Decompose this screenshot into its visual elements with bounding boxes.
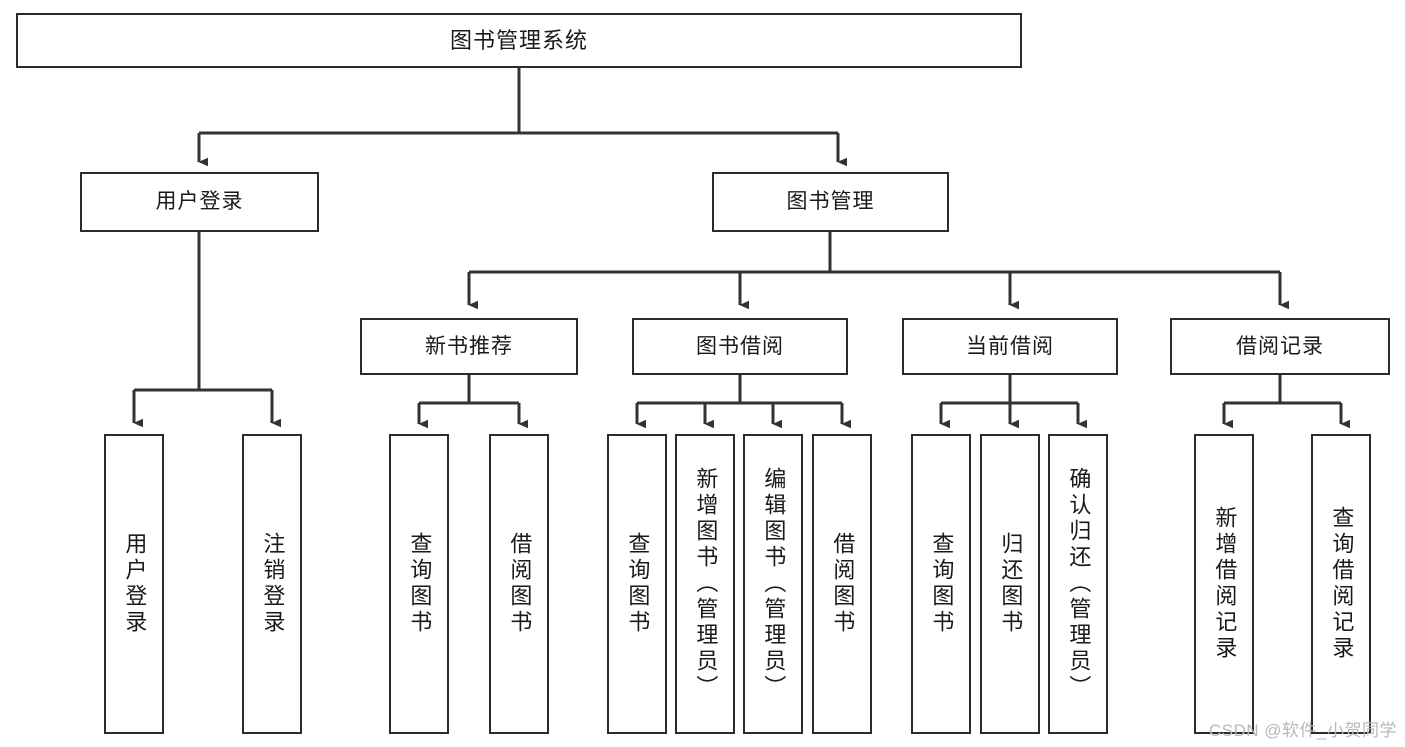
- node-current-borrow[interactable]: 当前借阅: [902, 318, 1118, 375]
- node-label: 编辑图书（管理员）: [761, 467, 787, 701]
- node-label: 用户登录: [122, 532, 148, 636]
- node-label: 新增图书（管理员）: [693, 467, 719, 701]
- node-label: 图书管理: [786, 190, 875, 214]
- leaf-current-query-book[interactable]: 查询图书: [911, 434, 971, 734]
- node-label: 用户登录: [155, 190, 244, 214]
- leaf-current-return-book[interactable]: 归还图书: [980, 434, 1040, 734]
- node-borrow-record[interactable]: 借阅记录: [1170, 318, 1390, 375]
- leaf-borrow-query-book[interactable]: 查询图书: [607, 434, 667, 734]
- node-label: 新书推荐: [425, 334, 513, 358]
- node-label: 借阅图书: [830, 532, 856, 636]
- node-label: 新增借阅记录: [1212, 506, 1238, 662]
- leaf-new-book-borrow[interactable]: 借阅图书: [489, 434, 549, 734]
- node-label: 借阅图书: [507, 532, 533, 636]
- leaf-borrow-add-book-admin[interactable]: 新增图书（管理员）: [675, 434, 735, 734]
- node-user-login[interactable]: 用户登录: [80, 172, 319, 232]
- leaf-borrow-borrow-book[interactable]: 借阅图书: [812, 434, 872, 734]
- leaf-record-query-record[interactable]: 查询借阅记录: [1311, 434, 1371, 734]
- node-label: 查询图书: [407, 532, 433, 636]
- watermark-text: CSDN @软件_小贺同学: [1208, 721, 1397, 740]
- leaf-user-login-login[interactable]: 用户登录: [104, 434, 164, 734]
- leaf-borrow-edit-book-admin[interactable]: 编辑图书（管理员）: [743, 434, 803, 734]
- node-label: 当前借阅: [966, 334, 1054, 358]
- node-book-management[interactable]: 图书管理: [712, 172, 949, 232]
- node-label: 注销登录: [260, 532, 286, 636]
- node-label: 借阅记录: [1236, 334, 1324, 358]
- leaf-user-login-logout[interactable]: 注销登录: [242, 434, 302, 734]
- leaf-new-book-query[interactable]: 查询图书: [389, 434, 449, 734]
- node-label: 归还图书: [998, 532, 1024, 636]
- node-new-book-recommend[interactable]: 新书推荐: [360, 318, 578, 375]
- node-label: 图书借阅: [696, 334, 784, 358]
- leaf-current-confirm-return-admin[interactable]: 确认归还（管理员）: [1048, 434, 1108, 734]
- node-label: 查询图书: [929, 532, 955, 636]
- node-label: 查询图书: [625, 532, 651, 636]
- node-label: 确认归还（管理员）: [1066, 467, 1092, 701]
- node-root-book-management-system[interactable]: 图书管理系统: [16, 13, 1022, 68]
- leaf-record-add-record[interactable]: 新增借阅记录: [1194, 434, 1254, 734]
- node-book-borrow[interactable]: 图书借阅: [632, 318, 848, 375]
- node-label: 图书管理系统: [449, 27, 588, 53]
- node-label: 查询借阅记录: [1329, 506, 1355, 662]
